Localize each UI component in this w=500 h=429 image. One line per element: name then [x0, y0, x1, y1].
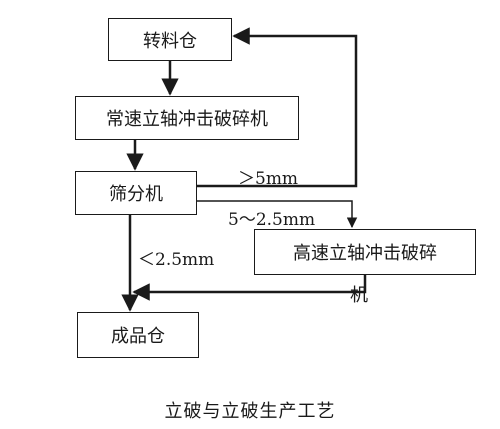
- node-product-bin-label: 成品仓: [111, 326, 165, 347]
- node-normal-speed-crusher: 常速立轴冲击破碎机: [75, 96, 299, 140]
- node-high-speed-crusher-label: 高速立轴冲击破碎: [293, 243, 437, 264]
- node-screen: 筛分机: [75, 171, 197, 215]
- node-screen-label: 筛分机: [109, 184, 163, 205]
- edge-label-5-to-2-5mm: 5～2.5mm: [228, 210, 316, 230]
- edge-label-less-than-2-5mm: ＜2.5mm: [138, 250, 215, 270]
- node-high-speed-crusher: 高速立轴冲击破碎: [254, 229, 476, 275]
- arrow-screen-to-transfer-recycle: [197, 27, 358, 188]
- arrow-screen-to-highspeed: [197, 200, 358, 229]
- diagram-caption: 立破与立破生产工艺: [164, 401, 336, 422]
- node-transfer-bin: 转料仓: [108, 18, 232, 61]
- node-normal-speed-crusher-label: 常速立轴冲击破碎机: [106, 109, 268, 130]
- arrow-highspeed-to-product: [132, 275, 367, 301]
- node-high-speed-crusher-label-overflow: 机: [350, 285, 368, 306]
- edge-label-greater-than-5mm: ＞5mm: [238, 169, 299, 189]
- node-product-bin: 成品仓: [77, 312, 199, 358]
- node-transfer-bin-label: 转料仓: [143, 30, 197, 52]
